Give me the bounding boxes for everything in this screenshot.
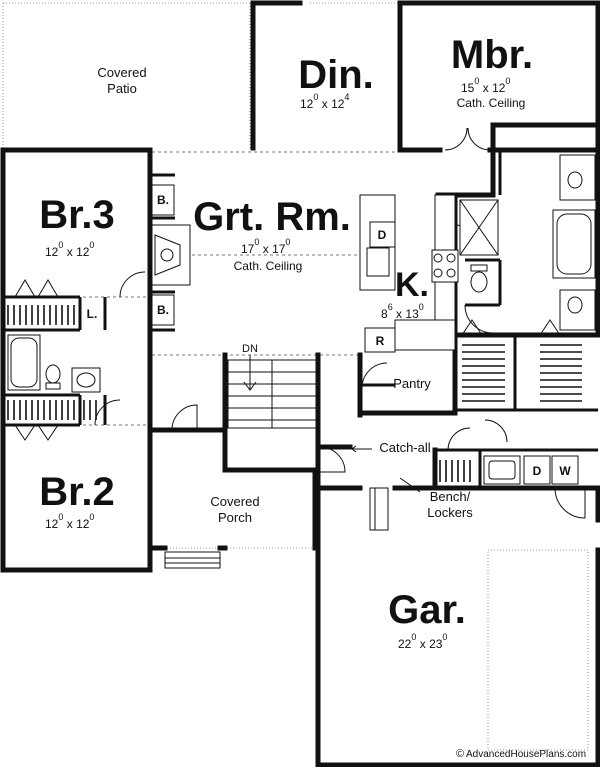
- catch-all-label: Catch-all: [379, 440, 430, 455]
- porch-label-1: Covered: [210, 494, 259, 509]
- washer-label: W: [559, 464, 571, 478]
- kitchen-name: K.: [395, 266, 429, 304]
- vanity: [71, 367, 101, 393]
- garage-name: Gar.: [388, 588, 466, 632]
- fixture-labels: B. B. L. D R DN Pantry Catch-all Bench/ …: [87, 193, 572, 520]
- closet-shelves: [7, 305, 582, 482]
- dryer: [523, 455, 551, 485]
- refrigerator-label: R: [376, 334, 385, 348]
- master-dims: 150 x 120: [461, 76, 510, 95]
- pantry-label: Pantry: [393, 376, 431, 391]
- bookcase-label-bottom: B.: [157, 303, 169, 317]
- copyright-text: AdvancedHousePlans.com: [466, 749, 586, 760]
- washer: [551, 455, 579, 485]
- master-note: Cath. Ceiling: [457, 96, 526, 110]
- dishwasher-label: D: [378, 228, 387, 242]
- master-name: Mbr.: [451, 33, 533, 77]
- dryer-label: D: [533, 464, 542, 478]
- fixtures: [7, 154, 596, 569]
- linen-label: L.: [87, 307, 98, 321]
- patio-label-1: Covered: [97, 65, 146, 80]
- doors: [94, 127, 586, 519]
- br2-name: Br.2: [39, 470, 115, 514]
- stairs-dn-label: DN: [242, 343, 258, 355]
- bifold-doors: [14, 279, 561, 441]
- room-labels: Covered Patio Din. 120 x 124 Mbr. 150 x …: [39, 33, 533, 651]
- br3-dims: 120 x 120: [45, 240, 94, 259]
- copyright: © AdvancedHousePlans.com: [456, 748, 586, 760]
- patio-label-2: Patio: [107, 81, 137, 96]
- br3-name: Br.3: [39, 193, 115, 237]
- great-room-dims: 170 x 170: [241, 237, 290, 256]
- br2-dims: 120 x 120: [45, 512, 94, 531]
- bench-label-1: Bench/: [430, 489, 471, 504]
- bookcase-label-top: B.: [157, 193, 169, 207]
- outdoor-boundaries: [2, 2, 589, 751]
- toilet: [45, 364, 61, 384]
- fireplace: [151, 224, 191, 286]
- bench-label-2: Lockers: [427, 505, 473, 520]
- lockers: [369, 487, 389, 531]
- porch-label-2: Porch: [218, 510, 252, 525]
- master-tub: [552, 209, 596, 279]
- bathtub: [7, 334, 41, 391]
- great-room-note: Cath. Ceiling: [234, 259, 303, 273]
- stairs: [227, 355, 317, 429]
- kitchen-dims: 86 x 130: [381, 302, 424, 321]
- copyright-symbol: ©: [456, 748, 464, 760]
- garage-dims: 220 x 230: [398, 632, 447, 651]
- dining-name: Din.: [298, 53, 374, 97]
- great-room-name: Grt. Rm.: [193, 195, 351, 239]
- dining-dims: 120 x 124: [300, 92, 349, 111]
